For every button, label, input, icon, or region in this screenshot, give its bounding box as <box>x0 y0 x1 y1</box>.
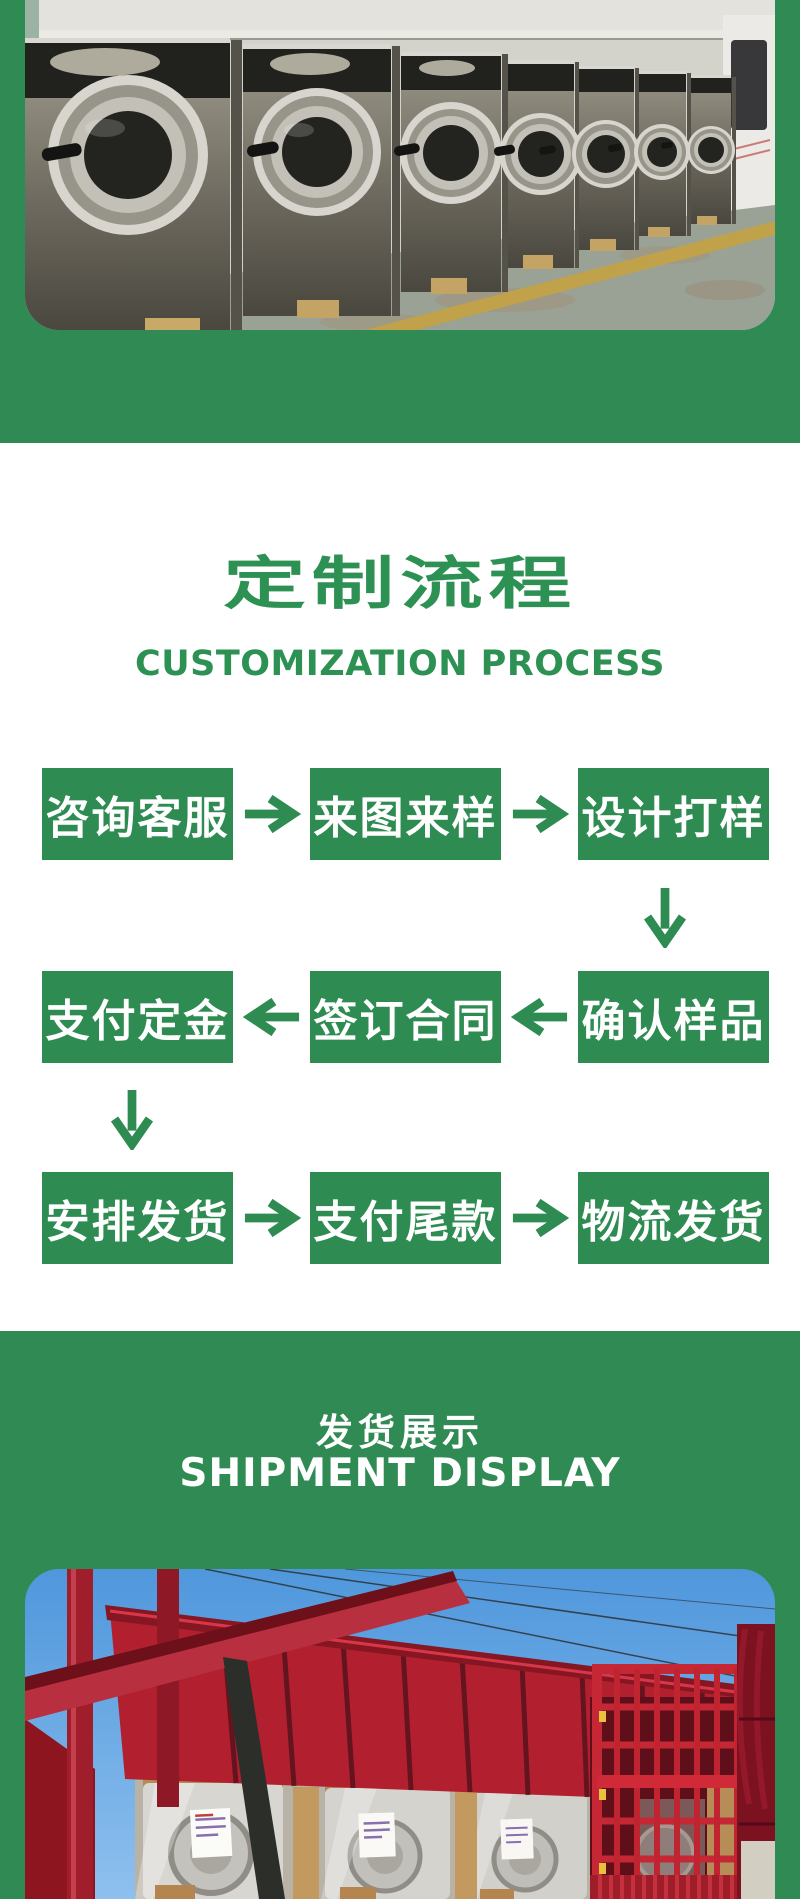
arrow-right-icon <box>243 794 301 834</box>
shipment-display-title-en: SHIPMENT DISPLAY <box>179 1451 621 1496</box>
shipment-display-title-cn: 发货展示 <box>316 1411 484 1454</box>
step-design-proofing: 设计打样 <box>578 768 769 860</box>
arrow-down-icon <box>108 1088 156 1150</box>
customization-process-title-en: CUSTOMIZATION PROCESS <box>135 644 665 684</box>
truck-loading-photo <box>25 1569 775 1899</box>
process-flow-row-3: 安排发货 支付尾款 物流发货 <box>42 1172 769 1264</box>
step-pay-deposit: 支付定金 <box>42 971 233 1063</box>
process-flow-row-1: 咨询客服 来图来样 设计打样 <box>42 768 769 860</box>
customization-process-title-cn: 定制流程 <box>223 551 577 617</box>
step-consult-service: 咨询客服 <box>42 768 233 860</box>
arrow-right-icon <box>511 1198 569 1238</box>
arrow-left-icon <box>510 997 569 1037</box>
step-confirm-sample: 确认样品 <box>578 971 769 1063</box>
step-sign-contract: 签订合同 <box>310 971 501 1063</box>
step-pay-balance: 支付尾款 <box>310 1172 501 1264</box>
process-flow-row-2: 支付定金 签订合同 确认样品 <box>42 971 769 1063</box>
arrow-down-icon <box>641 886 689 948</box>
step-arrange-shipment: 安排发货 <box>42 1172 233 1264</box>
red-truck-shipment-illustration <box>25 1569 775 1899</box>
arrow-right-icon <box>243 1198 301 1238</box>
factory-machines-photo <box>25 0 775 330</box>
step-logistics-delivery: 物流发货 <box>578 1172 769 1264</box>
arrow-left-icon <box>242 997 301 1037</box>
arrow-right-icon <box>511 794 569 834</box>
step-send-drawings-samples: 来图来样 <box>310 768 501 860</box>
washing-machines-photo-illustration <box>25 0 775 330</box>
